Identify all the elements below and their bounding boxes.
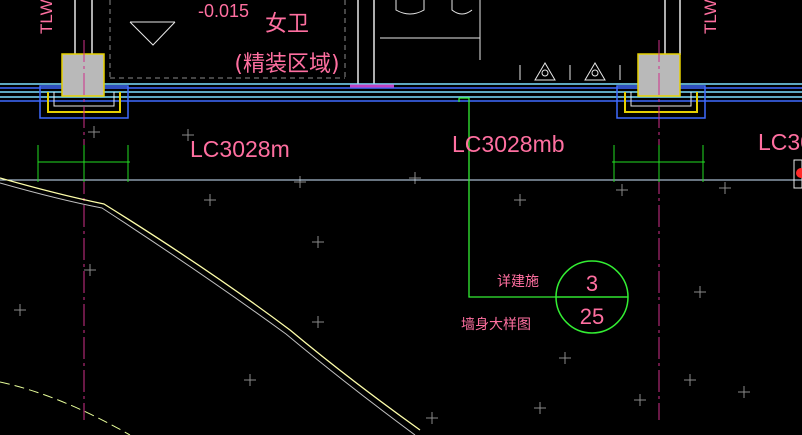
boundary-curve-outer [0,177,421,431]
column-right-edge-white [630,92,692,107]
side-tag-left: TLW [37,0,56,34]
elevation-label: -0.015 [198,1,249,21]
side-tag-right: TLW [701,0,720,34]
window-label-1: LC3028m [190,136,290,162]
sink-fixture [395,0,425,15]
boundary-curve-inner [0,182,416,435]
urinal-fixture-1 [534,62,556,81]
elevation-marker-triangle [129,21,176,46]
dimension-right [612,145,705,182]
room-note-label: (精装区域) [234,52,339,77]
column-left-core [61,53,105,97]
callout-note-line2: 墙身大样图 [461,317,531,333]
urinal-fixture-2 [584,62,606,81]
detail-number: 3 [586,271,598,296]
callout-leader-line [459,97,628,298]
upper-room-area [74,0,681,85]
edge-marker-dot [796,168,802,178]
window-label-2: LC3028mb [452,131,565,157]
door-swing-arc [451,0,473,15]
dimension-left [37,145,130,182]
edge-marker-box [793,159,802,189]
window-label-3: LC30 [758,129,802,155]
construction-crosses [14,126,750,424]
sheet-number: 25 [580,304,604,329]
callout-note-line1: 详建施 [497,274,539,290]
column-right-edge-yellow [624,92,698,113]
detail-callout-bubble: 3 25 [555,260,629,334]
room-name-label: 女卫 [265,12,309,37]
boundary-curve-dashed [0,381,131,435]
